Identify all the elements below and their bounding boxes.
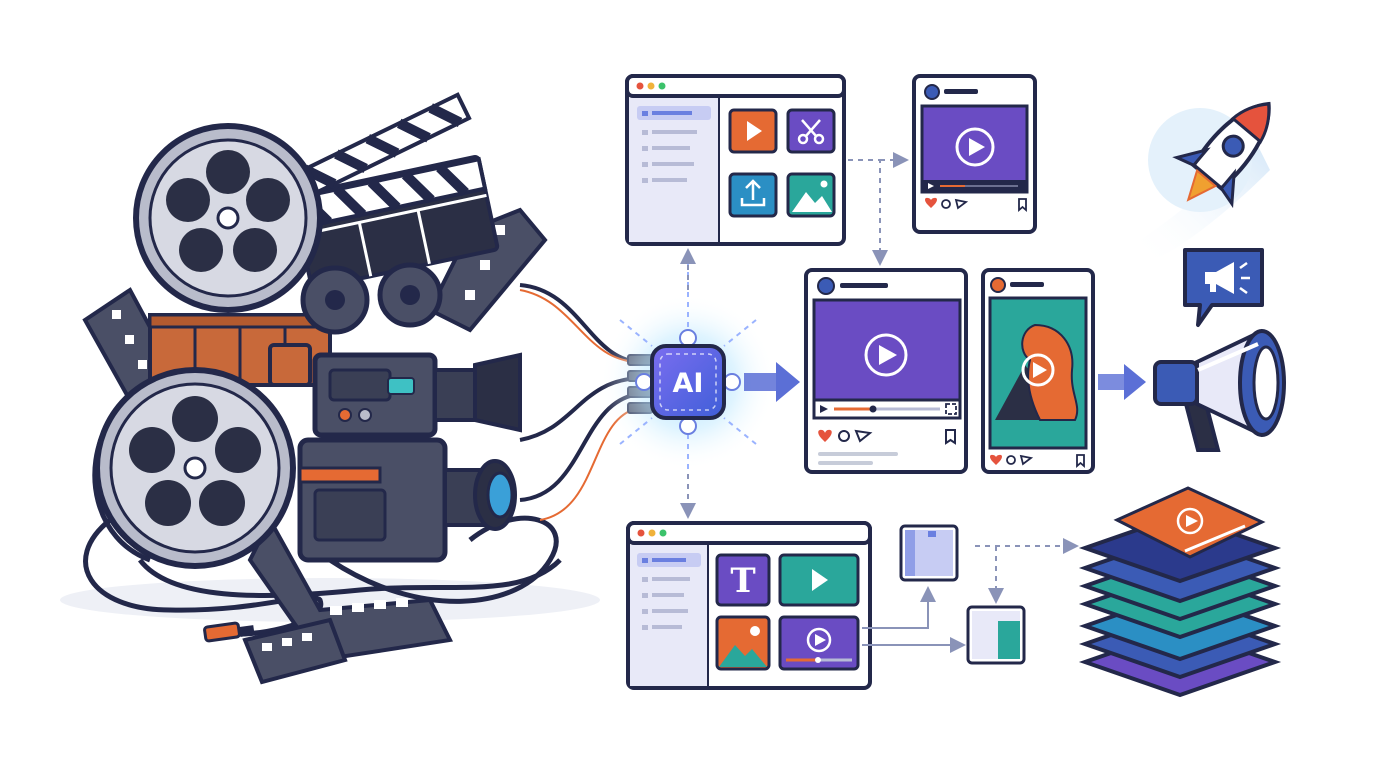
arrow-ai-to-player (744, 362, 800, 402)
post-actions (818, 429, 956, 445)
rocket-launch (1140, 101, 1271, 262)
story-post-vertical[interactable] (981, 268, 1095, 474)
film-strip-loose (242, 617, 348, 685)
heart-icon[interactable] (925, 197, 937, 208)
flow-connectors-bottom (862, 538, 1079, 653)
film-strip-lower (247, 515, 454, 663)
play-button[interactable] (1021, 353, 1055, 387)
avatar (990, 277, 1006, 293)
arrow-to-megaphone (1098, 364, 1146, 400)
heart-icon[interactable] (818, 429, 832, 442)
bookmark-icon[interactable] (1076, 454, 1085, 468)
scissors-icon (797, 119, 825, 145)
ai-label: AI (673, 368, 704, 399)
upload-icon (740, 179, 766, 207)
comment-icon[interactable] (941, 199, 951, 209)
avatar (817, 277, 835, 295)
play-tile[interactable] (728, 108, 778, 154)
announcement-bubble (1183, 248, 1264, 327)
film-reel-bottom (92, 367, 296, 569)
mountain-image-icon (792, 192, 832, 212)
editor-window-top[interactable] (625, 74, 846, 246)
mini-card-bottom (966, 605, 1026, 665)
editor-window-bottom[interactable]: T (626, 521, 872, 690)
text-tool-icon: T (730, 561, 755, 601)
video-tile[interactable] (778, 553, 860, 607)
image-tile[interactable] (786, 172, 836, 218)
ai-hub: AI (600, 248, 776, 519)
share-icon[interactable] (854, 429, 873, 443)
upload-tile[interactable] (728, 172, 778, 218)
post-actions (925, 197, 1027, 212)
cinema-camera (268, 262, 522, 563)
film-reel-top (133, 123, 323, 313)
social-post-top[interactable] (912, 74, 1037, 234)
layer-stack (1078, 486, 1282, 698)
bookmark-icon[interactable] (1018, 198, 1027, 212)
share-icon[interactable] (954, 198, 969, 210)
play-icon (812, 569, 828, 591)
bookmark-icon[interactable] (945, 429, 956, 445)
photo-tile[interactable] (715, 615, 771, 671)
play-icon (1186, 515, 1198, 527)
mountain-image-icon (719, 645, 767, 667)
clip-tile[interactable] (778, 615, 860, 671)
ai-chip-icon (650, 344, 726, 420)
play-icon (879, 345, 897, 365)
play-icon (815, 634, 826, 646)
comment-icon[interactable] (1006, 455, 1016, 465)
megaphone-small-icon (1205, 261, 1250, 295)
mini-card-top (899, 524, 959, 582)
video-player-main[interactable] (804, 268, 968, 474)
avatar (924, 84, 940, 100)
clapperboard (290, 92, 500, 290)
megaphone (1153, 328, 1286, 452)
play-icon (747, 121, 762, 141)
video-layer-card (1113, 486, 1266, 559)
fullscreen-icon[interactable] (945, 403, 957, 415)
comment-icon[interactable] (838, 430, 850, 442)
cable-plug (203, 621, 255, 643)
play-button[interactable] (864, 333, 908, 377)
post-actions (990, 454, 1085, 468)
heart-icon[interactable] (990, 454, 1002, 465)
flow-connectors-top (848, 152, 909, 266)
play-icon (969, 138, 985, 156)
scrubber-handle[interactable] (869, 405, 877, 413)
share-icon[interactable] (1019, 454, 1034, 466)
play-icon (1033, 362, 1047, 378)
cut-tile[interactable] (786, 108, 836, 154)
film-equipment-cluster (60, 92, 600, 685)
rocket-icon (1172, 101, 1271, 209)
play-small-icon[interactable] (820, 405, 828, 413)
play-button[interactable] (955, 127, 995, 167)
text-tile[interactable]: T (715, 553, 771, 607)
